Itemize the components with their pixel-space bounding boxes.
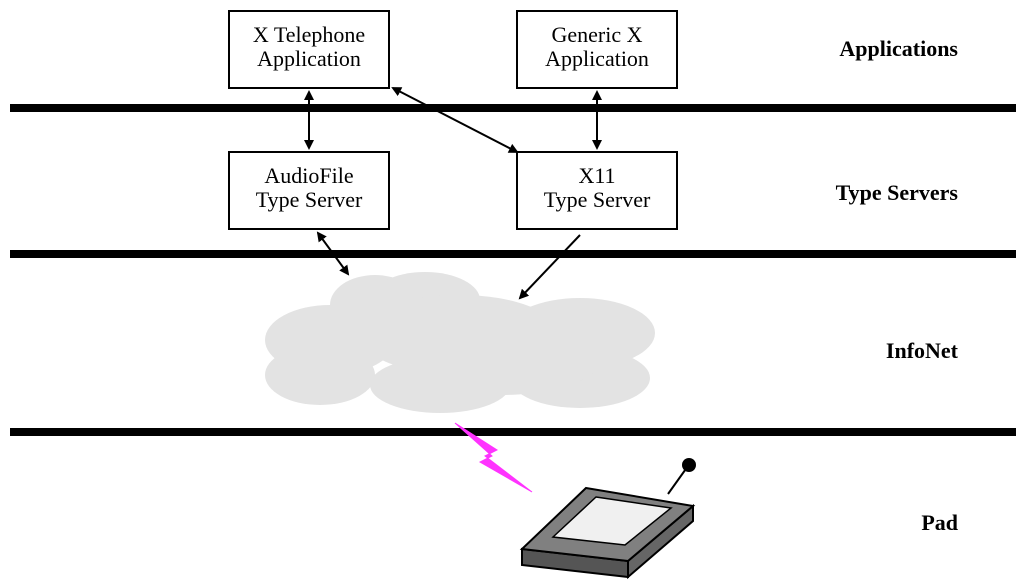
- arrow-x11-infonet: [518, 234, 581, 300]
- audiofile-line2: Type Server: [256, 187, 363, 212]
- x-telephone-application-box: X Telephone Application: [228, 10, 390, 89]
- infonet-cloud: [265, 272, 655, 413]
- audiofile-line1: AudioFile: [264, 163, 353, 188]
- generic-x-application-box: Generic X Application: [516, 10, 678, 89]
- x11-line1: X11: [578, 163, 615, 188]
- layer-label-pad: Pad: [921, 510, 958, 535]
- layer-divider-infonet: [10, 428, 1016, 436]
- audiofile-type-server-box: AudioFile Type Server: [228, 151, 390, 230]
- arrow-audiofile-infonet: [316, 231, 350, 276]
- arrow-telephone-x11: [391, 87, 519, 153]
- pad-device-icon: [519, 458, 696, 580]
- layer-divider-type-servers: [10, 250, 1016, 258]
- generic-x-line2: Application: [545, 46, 649, 71]
- layer-label-type-servers: Type Servers: [836, 180, 959, 205]
- x11-line2: Type Server: [544, 187, 651, 212]
- x-telephone-line1: X Telephone: [253, 22, 365, 47]
- layer-label-applications: Applications: [839, 36, 958, 61]
- generic-x-line1: Generic X: [551, 22, 642, 47]
- wireless-link-icon: [454, 422, 533, 493]
- x-telephone-line2: Application: [257, 46, 361, 71]
- layer-divider-applications: [10, 104, 1016, 112]
- layer-label-infonet: InfoNet: [886, 338, 959, 363]
- x11-type-server-box: X11 Type Server: [516, 151, 678, 230]
